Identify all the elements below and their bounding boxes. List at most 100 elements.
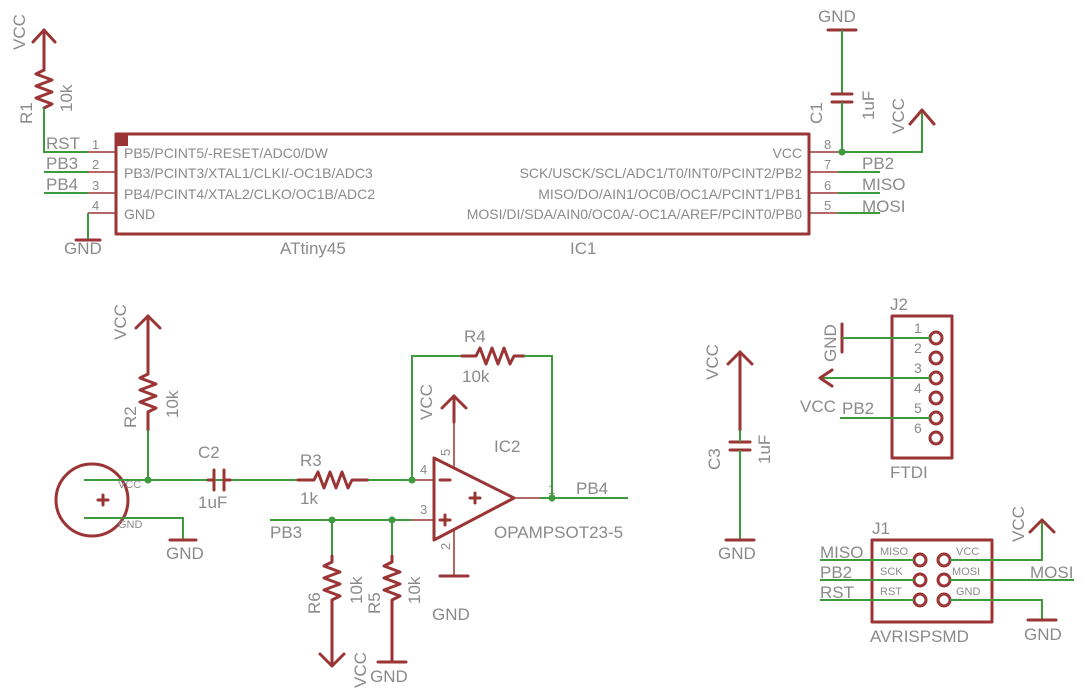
ic1-pin3-name: PB4/PCINT4/XTAL2/CLKO/OC1B/ADC2	[124, 186, 375, 202]
c1-capacitor	[826, 28, 936, 153]
j1-value: AVRISPSMD	[870, 627, 969, 646]
mic-element	[54, 462, 260, 542]
r4-value: 10k	[462, 367, 490, 386]
j2-net-pb2: PB2	[842, 399, 874, 418]
ic1-net-pb4: PB4	[46, 175, 78, 194]
vcc-label-r6: VCC	[351, 652, 370, 688]
ic2-opamp	[412, 394, 540, 576]
c2-name: C2	[198, 443, 220, 462]
j2-pin-1: 1	[914, 320, 922, 336]
ic1-net-pb2: PB2	[862, 154, 894, 173]
c2-value: 1uF	[198, 493, 227, 512]
ic2-pin-3: 3	[420, 502, 427, 517]
ic2-net-pb4: PB4	[576, 479, 608, 498]
j1-net-rst: RST	[820, 583, 854, 602]
gnd-label-ic2: GND	[432, 605, 470, 624]
gnd-label-mic: GND	[166, 544, 204, 563]
ic2-pin-5: 5	[438, 449, 453, 456]
r4-name: R4	[464, 327, 486, 346]
ic1-chip	[88, 132, 838, 236]
r5-value: 10k	[405, 576, 424, 604]
c3-value: 1uF	[755, 435, 774, 464]
r3-resistor	[260, 470, 412, 490]
c1-value: 1uF	[859, 91, 878, 120]
vcc-label-r2: VCC	[111, 304, 130, 340]
j2-pin-2: 2	[914, 340, 922, 356]
ic1-pin7-name: SCK/USCK/SCL/ADC1/T0/INT0/PCINT2/PB2	[520, 165, 803, 181]
r3-value: 1k	[300, 489, 318, 508]
r2-resistor	[134, 314, 162, 480]
ic1-pin8-name: VCC	[772, 145, 802, 161]
ic1-pin2-name: PB3/PCINT3/XTAL1/CLKI/-OC1B/ADC3	[124, 165, 373, 181]
j1-net-vcc: VCC	[1009, 506, 1028, 542]
j2-connector	[818, 314, 954, 460]
gnd-label-ic1: GND	[64, 239, 102, 258]
j2-pin-5: 5	[914, 400, 922, 416]
r1-name: R1	[17, 102, 36, 124]
r6-resistor	[318, 520, 346, 668]
ic1-pin-4: 4	[92, 198, 99, 213]
ic1-net-miso: MISO	[862, 175, 905, 194]
gnd-label-c1: GND	[818, 7, 856, 26]
ic1-pin-5: 5	[824, 198, 831, 213]
ic1-net-pb3: PB3	[46, 154, 78, 173]
vcc-label-c3: VCC	[703, 344, 722, 380]
j1-net-mosi: MOSI	[1030, 563, 1073, 582]
j1-connector	[820, 518, 1074, 624]
ic1-pin-3: 3	[92, 178, 99, 193]
ic1-pin-8: 8	[824, 137, 831, 152]
j2-pin-4: 4	[914, 380, 922, 396]
ic1-value: ATtiny45	[280, 239, 346, 258]
ic1-pin6-name: MISO/DO/AIN1/OC0B/OC1A/PCINT1/PB1	[538, 186, 802, 202]
c1-name: C1	[807, 102, 826, 124]
r2-name: R2	[121, 406, 140, 428]
ic1-net-mosi: MOSI	[862, 197, 905, 216]
r2-value: 10k	[163, 390, 182, 418]
j2-pin-6: 6	[914, 420, 922, 436]
ic2-pin-4: 4	[420, 462, 427, 477]
gnd-label-c3: GND	[718, 544, 756, 563]
j1-pin-rst: RST	[880, 586, 902, 598]
ic1-net-rst: RST	[46, 134, 80, 153]
ic1-pin4-name: GND	[124, 206, 155, 222]
ic1-pin-7: 7	[824, 157, 831, 172]
j1-name: J1	[872, 519, 890, 538]
r5-resistor	[376, 520, 408, 664]
vcc-label-ic2: VCC	[417, 384, 436, 420]
ic1-pin-1: 1	[92, 137, 99, 152]
j1-pin-mosi: MOSI	[952, 566, 980, 578]
ic1-pin1-name: PB5/PCINT5/-RESET/ADC0/DW	[124, 145, 329, 161]
j1-pin-miso: MISO	[880, 546, 909, 558]
r6-value: 10k	[347, 576, 366, 604]
j1-pin-sck: SCK	[880, 566, 903, 578]
j2-pin-3: 3	[914, 360, 922, 376]
j2-net-gnd: GND	[821, 324, 840, 362]
ic1-pin-6: 6	[824, 178, 831, 193]
r4-resistor	[411, 346, 553, 498]
ic1-pin-2: 2	[92, 157, 99, 172]
vcc-label-r1: VCC	[10, 14, 29, 50]
r6-name: R6	[305, 592, 324, 614]
j2-value: FTDI	[890, 463, 928, 482]
j1-net-pb2: PB2	[820, 563, 852, 582]
mic-vcc-pin: VCC	[118, 479, 141, 491]
c2-capacitor	[206, 468, 232, 492]
gnd-label-r5: GND	[370, 667, 408, 686]
j2-name: J2	[890, 295, 908, 314]
j1-pin-vcc: VCC	[956, 546, 979, 558]
ic1-pin5-name: MOSI/DI/SDA/AIN0/OC0A/-OC1A/AREF/PCINT0/…	[467, 206, 803, 222]
j1-net-miso: MISO	[820, 543, 863, 562]
c3-capacitor	[724, 350, 756, 542]
j1-net-gnd: GND	[1024, 625, 1062, 644]
pb3-net-label: PB3	[270, 523, 302, 542]
r5-name: R5	[365, 592, 384, 614]
ic1-name: IC1	[570, 239, 596, 258]
ic2-value: OPAMPSOT23-5	[494, 523, 623, 542]
mic-gnd-pin: GND	[118, 519, 143, 531]
vcc-label-c1: VCC	[889, 98, 908, 134]
j1-pin-gnd: GND	[956, 586, 981, 598]
r1-resistor	[31, 28, 88, 153]
c3-name: C3	[705, 448, 724, 470]
j2-net-vcc: VCC	[800, 397, 836, 416]
